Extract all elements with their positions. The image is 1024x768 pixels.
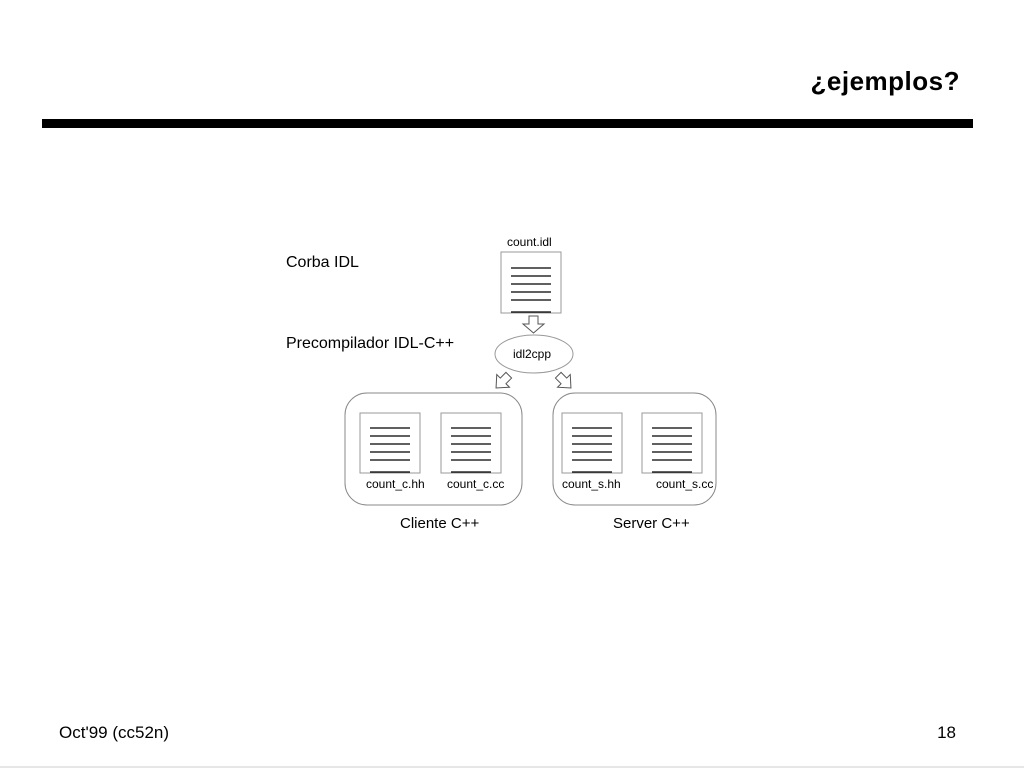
corba-idl-label: Corba IDL (286, 254, 359, 271)
count-idl-document-icon (500, 251, 562, 314)
server-group-label: Server C++ (613, 515, 690, 532)
client-file-label: count_c.cc (447, 477, 505, 491)
down-arrow-icon (521, 315, 546, 334)
title-underline-bar (42, 119, 973, 128)
tool-label: idl2cpp (513, 347, 552, 361)
arrow-to-client-icon (495, 371, 513, 389)
client-file-label: count_c.hh (366, 477, 425, 491)
count-c-hh-document-icon (359, 412, 421, 474)
bottom-divider (0, 766, 1024, 768)
count-s-hh-document-icon (561, 412, 623, 474)
precompiler-label: Precompilador IDL-C++ (286, 335, 455, 352)
count-s-cc-document-icon (641, 412, 703, 474)
count-c-cc-document-icon (440, 412, 502, 474)
server-file-label: count_s.hh (562, 477, 621, 491)
idl2cpp-tool-node (494, 334, 574, 374)
slide-title: ¿ejemplos? (810, 66, 960, 96)
source-file-label: count.idl (507, 235, 552, 249)
client-group-label: Cliente C++ (400, 515, 480, 532)
footer-date-course: Oct'99 (cc52n) (59, 723, 170, 742)
server-file-label: count_s.cc (656, 477, 714, 491)
page-number: 18 (937, 723, 956, 742)
arrow-to-server-icon (554, 371, 572, 389)
